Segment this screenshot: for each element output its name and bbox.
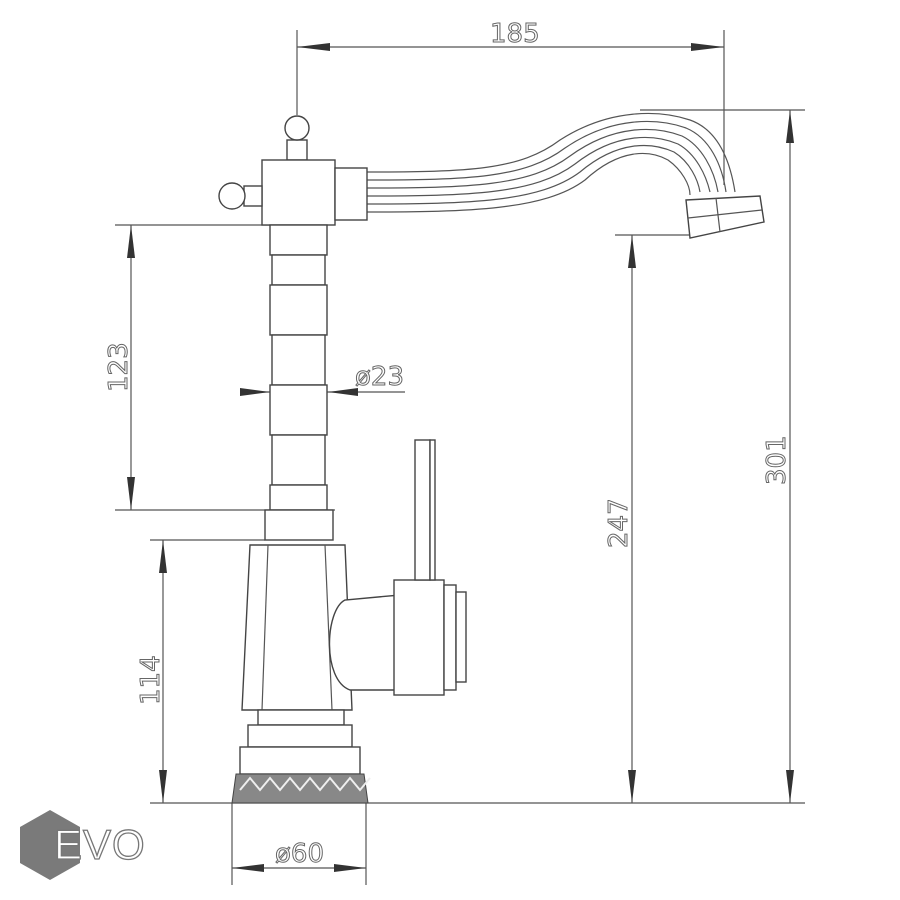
logo-text: EVO xyxy=(53,820,146,868)
dim-label-d23: ø23 xyxy=(355,362,404,392)
dimension-301: 301 xyxy=(640,109,805,803)
dim-label-247: 247 xyxy=(604,498,634,548)
dimension-247: 247 xyxy=(604,234,690,803)
dimension-123: 123 xyxy=(104,224,335,511)
dimension-114: 114 xyxy=(136,539,265,803)
spout xyxy=(364,112,765,239)
dim-label-d60: ø60 xyxy=(275,839,324,869)
faucet-outline xyxy=(218,112,765,804)
dimension-185: 185 xyxy=(296,19,725,185)
dimension-d23: ø23 xyxy=(240,362,405,396)
dim-label-301: 301 xyxy=(762,435,792,485)
dim-label-123: 123 xyxy=(104,342,134,392)
dim-label-185: 185 xyxy=(490,19,540,49)
hexagon-logo-icon xyxy=(20,810,80,880)
dimension-d60: ø60 xyxy=(231,803,367,885)
evo-logo xyxy=(20,810,80,880)
dim-label-114: 114 xyxy=(136,655,166,705)
